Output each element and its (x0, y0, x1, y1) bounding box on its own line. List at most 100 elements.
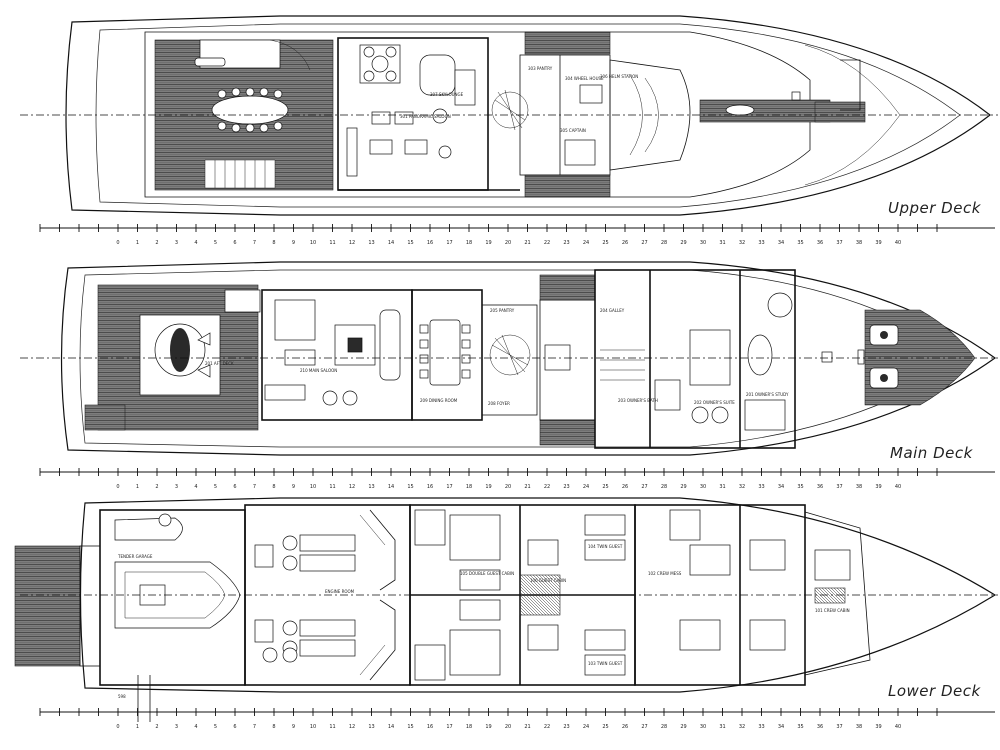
frame-number: 9 (292, 240, 295, 246)
frame-number: 20 (505, 724, 511, 730)
frame-number: 32 (739, 484, 745, 490)
frame-number: 29 (680, 240, 686, 246)
frame-number: 23 (563, 240, 569, 246)
frame-number: 8 (272, 724, 275, 730)
frame-number: 4 (194, 240, 197, 246)
frame-number: 20 (505, 484, 511, 490)
frame-number: 21 (524, 724, 530, 730)
frame-number: 9 (292, 484, 295, 490)
frame-number: 17 (446, 484, 452, 490)
frame-number: 39 (875, 484, 881, 490)
frame-number: 6 (233, 240, 236, 246)
lower-room-label: 105 DOUBLE GUEST CABIN (460, 571, 514, 576)
frame-number: 13 (368, 240, 374, 246)
frame-number: 28 (661, 484, 667, 490)
frame-number: 40 (895, 484, 901, 490)
frame-number: 39 (875, 240, 881, 246)
lower-room-label: 101 CREW CABIN (815, 608, 850, 613)
swim-platform (14, 545, 81, 667)
frame-number: 21 (524, 484, 530, 490)
frame-number: 34 (778, 484, 784, 490)
frame-number: 33 (758, 240, 764, 246)
frame-number: 7 (253, 484, 256, 490)
frame-number: 33 (758, 484, 764, 490)
frame-number: 4 (194, 484, 197, 490)
frame-number: 5 (214, 724, 217, 730)
frame-number: 30 (700, 240, 706, 246)
frame-number: 18 (466, 240, 472, 246)
frame-number: 29 (680, 724, 686, 730)
frame-number: 4 (194, 724, 197, 730)
frame-number: 32 (739, 724, 745, 730)
frame-number: 18 (466, 724, 472, 730)
frame-number: 16 (427, 484, 433, 490)
frame-number: 14 (388, 240, 394, 246)
frame-number: 23 (563, 724, 569, 730)
frame-number: 11 (329, 484, 335, 490)
main-room-label: 202 OWNER'S SUITE (694, 400, 735, 405)
frame-number: 12 (349, 240, 355, 246)
frame-number: 2 (155, 240, 158, 246)
frame-number: 7 (253, 240, 256, 246)
frame-number: 34 (778, 240, 784, 246)
frame-number: 36 (817, 484, 823, 490)
frame-number: 10 (310, 724, 316, 730)
frame-number: 11 (329, 240, 335, 246)
lower-room-label: ENGINE ROOM (325, 589, 355, 594)
frame-number: 18 (466, 484, 472, 490)
frame-number: 25 (602, 724, 608, 730)
upper-room-label: 306 HELM STATION (600, 74, 638, 79)
frame-number: 0 (116, 484, 119, 490)
frame-number: 22 (544, 724, 550, 730)
frame-number: 36 (817, 240, 823, 246)
main-room-label: 205 PANTRY (490, 308, 515, 313)
frame-number: 15 (407, 484, 413, 490)
frame-number: 26 (622, 724, 628, 730)
lower-deck-label: Lower Deck (888, 682, 981, 700)
frame-number: 19 (485, 724, 491, 730)
frame-number: 32 (739, 240, 745, 246)
frame-number: 38 (856, 724, 862, 730)
frame-number: 3 (175, 724, 178, 730)
frame-number: 13 (368, 724, 374, 730)
frame-number: 12 (349, 484, 355, 490)
frame-number: 37 (836, 484, 842, 490)
main-deck: 201 AFT DECK 210 MAIN SALOON 209 DINING … (20, 261, 998, 462)
frame-number: 0 (116, 724, 119, 730)
frame-number: 33 (758, 724, 764, 730)
frame-number: 14 (388, 484, 394, 490)
main-room-label: 201 AFT DECK (205, 361, 234, 366)
frame-number: 24 (583, 484, 589, 490)
frame-number: 8 (272, 484, 275, 490)
frame-number: 1 (136, 240, 139, 246)
frame-number: 17 (446, 240, 452, 246)
frame-number: 31 (719, 240, 725, 246)
lower-room-label: 102 CREW MESS (648, 571, 682, 576)
frame-number: 27 (641, 240, 647, 246)
lower-room-label: 104 TWIN GUEST (588, 544, 623, 549)
frame-number: 15 (407, 240, 413, 246)
frame-number: 26 (622, 240, 628, 246)
frame-number: 11 (329, 724, 335, 730)
lower-room-label: 106 GUEST CABIN (530, 578, 566, 583)
frame-number: 35 (797, 724, 803, 730)
main-room-label: 204 GALLEY (600, 308, 625, 313)
transom-frame-label: 598 (118, 694, 126, 699)
frame-number: 30 (700, 724, 706, 730)
frame-number: 26 (622, 484, 628, 490)
frame-number: 27 (641, 484, 647, 490)
frame-number: 12 (349, 724, 355, 730)
frame-number: 31 (719, 484, 725, 490)
frame-number: 10 (310, 484, 316, 490)
frame-number: 15 (407, 724, 413, 730)
frame-number: 2 (155, 724, 158, 730)
frame-number: 40 (895, 724, 901, 730)
frame-number: 8 (272, 240, 275, 246)
frame-number: 35 (797, 240, 803, 246)
frame-number: 3 (175, 484, 178, 490)
frame-number: 31 (719, 724, 725, 730)
upper-room-label: 304 WHEEL HOUSE (565, 76, 604, 81)
upper-room-label: 305 CAPTAIN (560, 128, 586, 133)
